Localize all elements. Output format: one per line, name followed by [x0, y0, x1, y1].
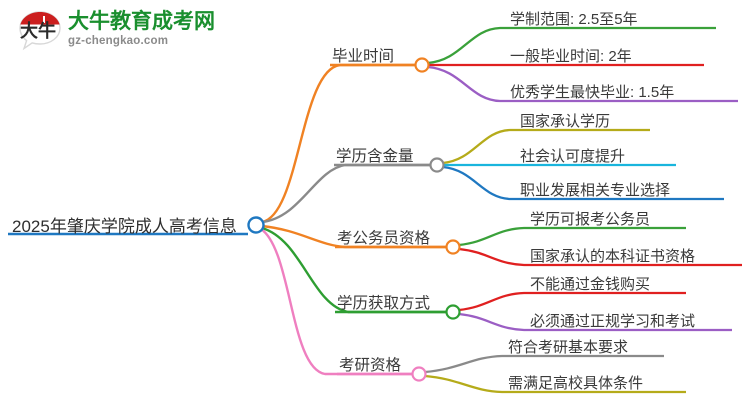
leaf-wire-guojia-chengren [442, 128, 650, 165]
leaf-wire-xuezhifanwei [427, 26, 716, 65]
logo-mark-text: 大牛 [20, 20, 56, 41]
branch-label-degree-acquisition[interactable]: 学历获取方式 [337, 295, 431, 312]
trunk-degree-value [261, 163, 437, 224]
logo-brand-cn: 大牛教育成考网 [68, 10, 215, 33]
leaf-label-zhengguixuexi[interactable]: 必须通过正规学习和考试 [530, 313, 696, 330]
logo-brand-en: gz-chengkao.com [68, 35, 169, 47]
leaf-label-zhiye-fazhan[interactable]: 职业发展相关专业选择 [520, 182, 671, 199]
node-graduation-time[interactable] [414, 57, 430, 73]
node-civil-service[interactable] [445, 239, 461, 255]
leaf-label-yibanbiye[interactable]: 一般毕业时间: 2年 [510, 48, 632, 65]
leaf-label-xuezhifanwei[interactable]: 学制范围: 2.5至5年 [510, 11, 638, 28]
leaf-wire-zhengguixuexi [458, 312, 732, 332]
logo-mark-icon: 大牛 [18, 10, 62, 52]
branch-label-graduation-time[interactable]: 毕业时间 [332, 48, 395, 65]
trunk-postgrad [260, 228, 419, 376]
leaf-label-benke-zhengshu[interactable]: 国家承认的本科证书资格 [530, 248, 696, 265]
leaf-wire-zhiye-fazhan [442, 165, 724, 201]
leaf-label-bunengjinqian[interactable]: 不能通过金钱购买 [530, 276, 651, 293]
leaf-wire-benke-zhengshu [458, 247, 742, 267]
leaf-label-guojia-chengren[interactable]: 国家承认学历 [520, 113, 611, 130]
leaf-wire-baokao-gongwuyuan [458, 226, 686, 247]
branch-label-postgrad[interactable]: 考研资格 [339, 357, 402, 374]
node-degree-acquisition[interactable] [445, 304, 461, 320]
node-root[interactable] [247, 216, 265, 234]
node-postgrad[interactable] [411, 366, 427, 382]
node-degree-value[interactable] [429, 157, 445, 173]
leaf-label-gaoxiao-tiaojian[interactable]: 需满足高校具体条件 [508, 375, 644, 392]
leaf-label-youxiuxuesheng[interactable]: 优秀学生最快毕业: 1.5年 [510, 84, 675, 101]
leaf-label-shehui-renke[interactable]: 社会认可度提升 [520, 148, 626, 165]
branch-label-civil-service[interactable]: 考公务员资格 [337, 230, 431, 247]
leaf-wire-fuhe-kaoyan [424, 354, 664, 374]
root-label[interactable]: 2025年肇庆学院成人高考信息 [12, 217, 237, 236]
leaf-wire-youxiuxuesheng [427, 65, 738, 103]
leaf-wire-bunengjinqian [458, 291, 686, 312]
trunk-degree-acquisition [261, 226, 453, 314]
site-logo[interactable]: 大牛 大牛教育成考网 gz-chengkao.com [18, 8, 215, 54]
leaf-label-fuhe-kaoyan[interactable]: 符合考研基本要求 [508, 339, 629, 356]
branch-label-degree-value[interactable]: 学历含金量 [336, 148, 414, 165]
leaf-wire-gaoxiao-tiaojian [424, 374, 686, 394]
trunk-graduation-time [261, 63, 422, 224]
leaf-label-baokao-gongwuyuan[interactable]: 学历可报考公务员 [530, 211, 651, 228]
